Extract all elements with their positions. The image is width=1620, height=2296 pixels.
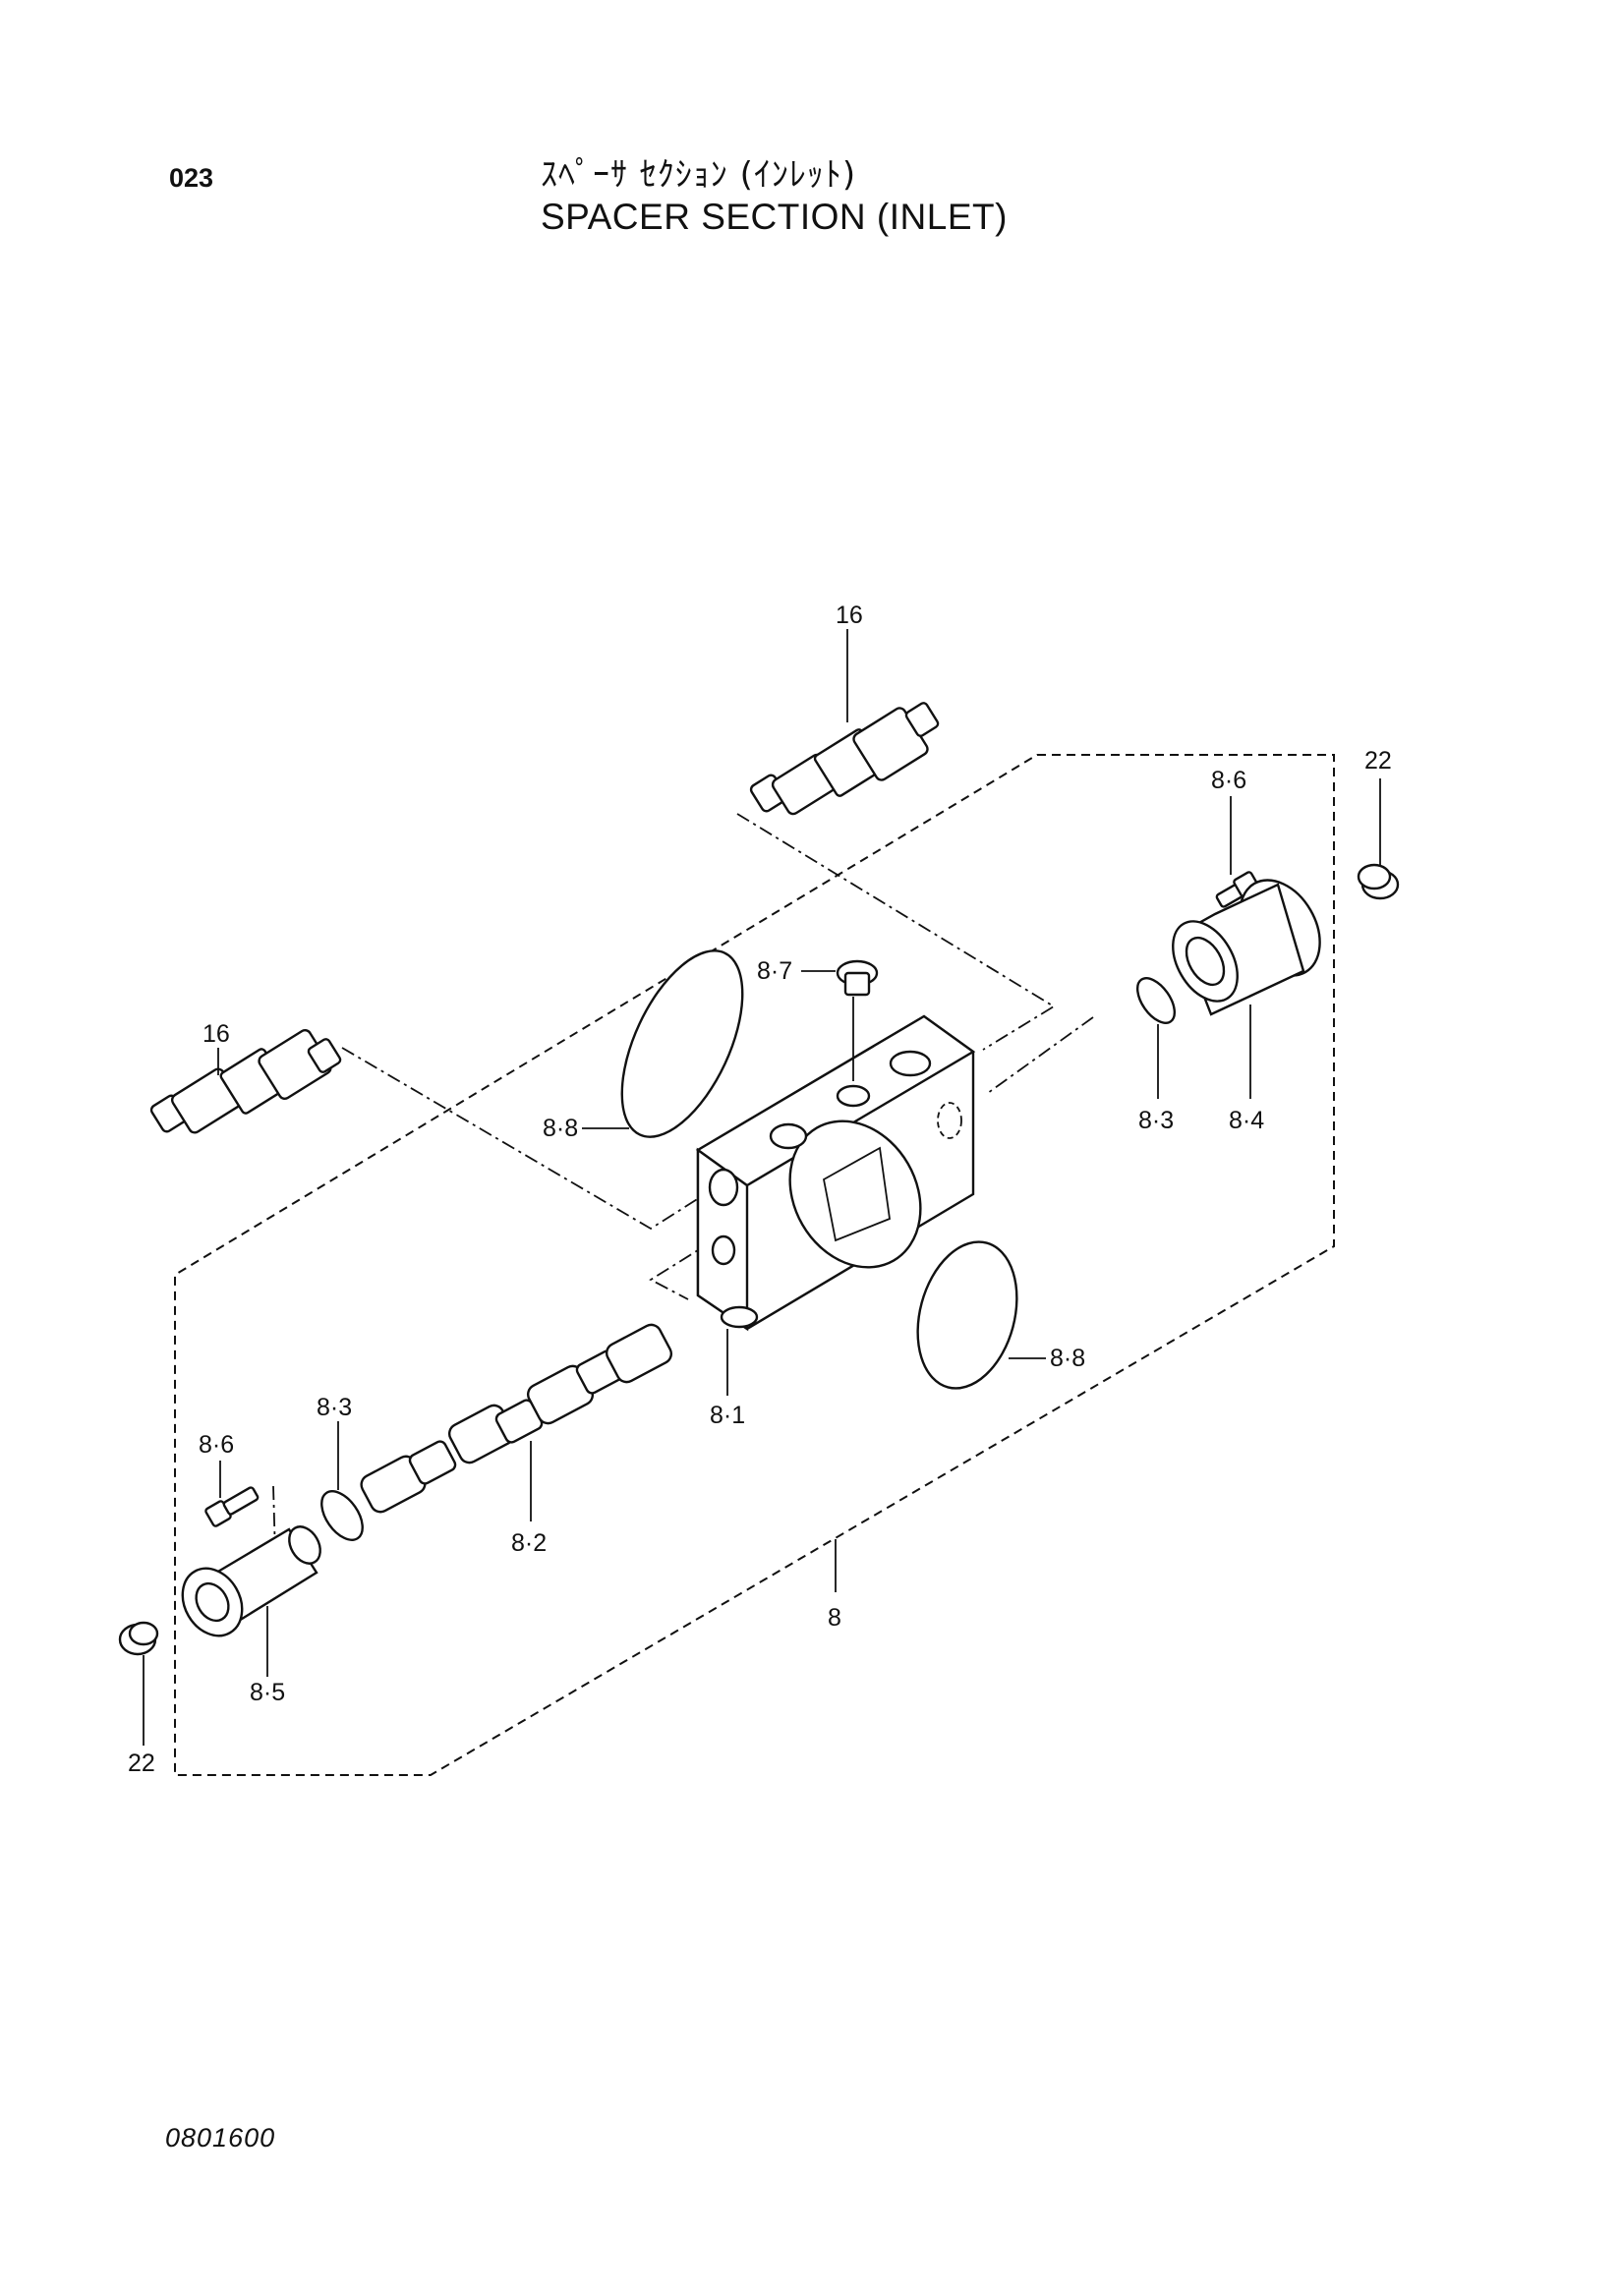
callout-8-3-left: 8·3 [317,1394,352,1421]
relief-valve-16-top [749,629,940,816]
assembly-boundary-8 [174,754,1335,1776]
plug-22-bottom [118,1621,159,1746]
o-ring-8-8-upper [582,949,744,1138]
document-code: 0801600 [165,2123,276,2152]
plug-8-7 [801,959,879,1081]
cover-8-4 [1172,879,1321,1099]
callout-8-2: 8·2 [511,1529,547,1557]
valve-body-8-1 [695,1014,976,1332]
callout-8-6-right: 8·6 [1211,767,1246,794]
title-japanese: ｽﾍﾟｰｻ ｾｸｼｮﾝ (ｲﾝﾚｯﾄ) [541,155,857,195]
callout-8-7: 8·7 [757,957,792,985]
bolt-8-6-left [204,1461,260,1527]
plug-22-top [1357,778,1400,900]
callout-22-top: 22 [1364,747,1392,775]
o-ring-8-3-left [320,1421,364,1541]
o-ring-8-8-lower [916,1240,1046,1390]
callout-8-5: 8·5 [250,1679,285,1706]
spool-8-2 [360,1323,673,1521]
callout-8-8-right: 8·8 [1050,1345,1085,1372]
callout-8-6-left: 8·6 [199,1431,234,1459]
callout-8-4: 8·4 [1229,1107,1264,1134]
cap-8-5 [181,1525,321,1677]
callout-8-1: 8·1 [710,1402,745,1429]
callout-22-bottom: 22 [128,1750,155,1777]
title-english: SPACER SECTION (INLET) [541,197,1008,237]
callout-16-left: 16 [202,1020,230,1048]
page-number: 023 [169,163,214,193]
callout-16-top: 16 [836,602,863,629]
callout-8-8-left: 8·8 [543,1115,578,1142]
o-ring-8-3-right [1135,977,1177,1099]
relief-valve-16-left [149,1028,342,1134]
callout-8: 8 [828,1604,841,1632]
dashdot-leaders [272,813,1094,1556]
callout-8-3-right: 8·3 [1138,1107,1174,1134]
